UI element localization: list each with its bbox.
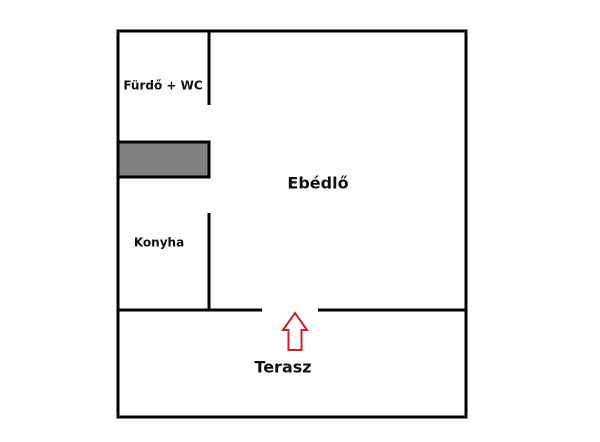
room-label-dining: Ebédlő — [287, 174, 348, 193]
room-label-kitchen: Konyha — [134, 236, 184, 250]
up-arrow-icon — [281, 311, 309, 351]
chimney-block — [116, 140, 211, 179]
room-label-bathroom: Fürdő + WC — [123, 79, 203, 93]
room-label-terrace: Terasz — [254, 358, 311, 377]
outer-wall — [116, 29, 468, 419]
